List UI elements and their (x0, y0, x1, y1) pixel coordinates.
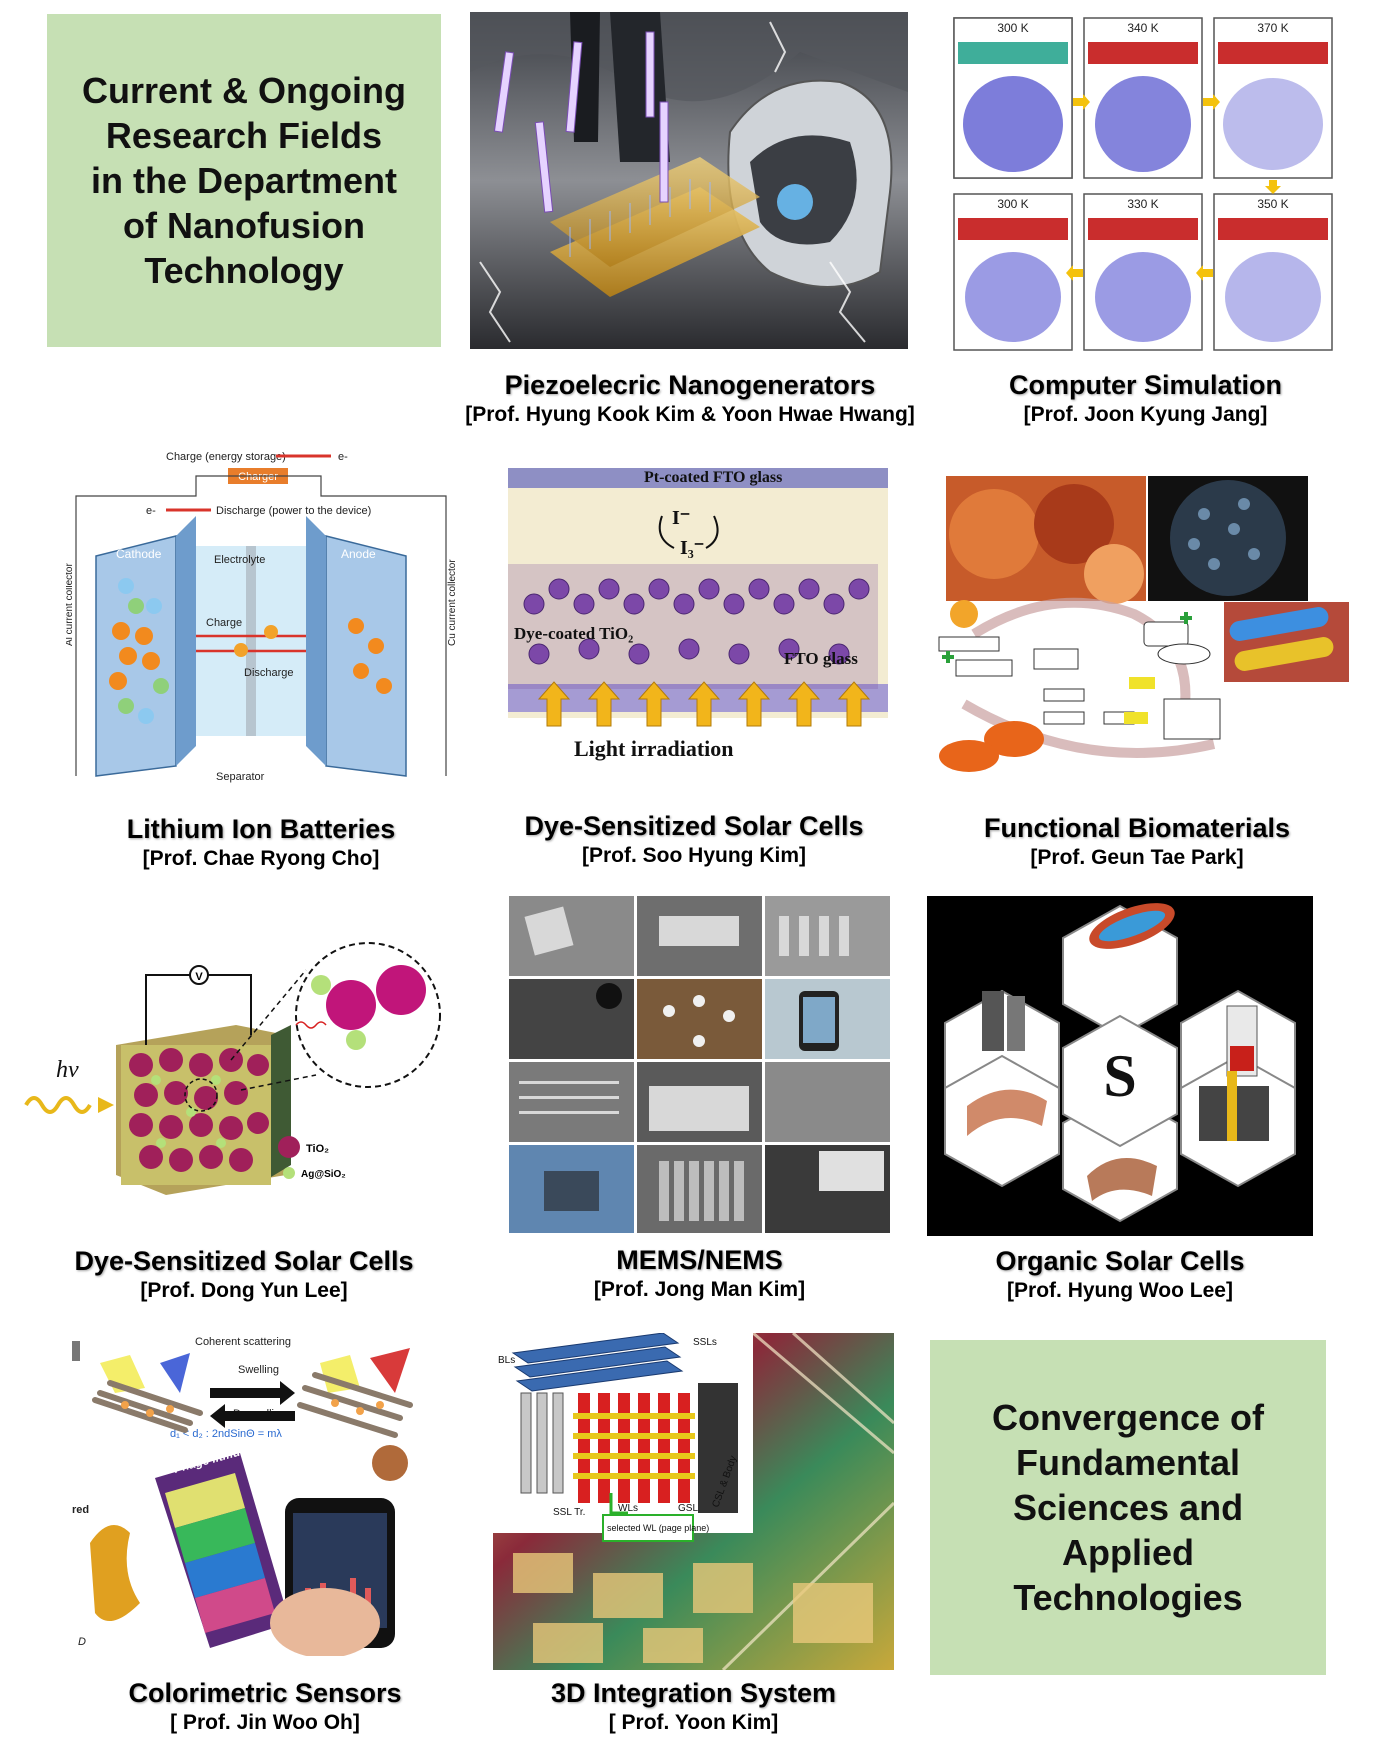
dssc-kim-pt: Pt-coated FTO glass (644, 469, 782, 486)
dssc-lee-v: V (195, 971, 203, 983)
biomaterials-title: Functional Biomaterials (983, 813, 1291, 843)
dssc-lee-ag: Ag@SiO₂ (301, 1169, 346, 1180)
int-gsl: GSL (678, 1503, 698, 1514)
sim-temp-2: 340 K (1127, 21, 1158, 35)
simulation-prof: [Prof. Joon Kyung Jang] (1023, 403, 1268, 426)
colorimetric-image: Coherent scattering Swelling Deswelling … (70, 1333, 460, 1656)
li-e-top: e- (338, 451, 348, 463)
dssc-lee-title: Dye-Sensitized Solar Cells (74, 1246, 414, 1276)
int-ssl-tr: SSL Tr. (553, 1507, 585, 1518)
colorimetric-title: Colorimetric Sensors (128, 1678, 402, 1708)
simulation-title: Computer Simulation (1008, 370, 1282, 400)
dssc-lee-caption: Dye-Sensitized Solar Cells [Prof. Dong Y… (16, 1245, 472, 1305)
li-discharge-label: Discharge (244, 667, 294, 679)
dssc-kim-title: Dye-Sensitized Solar Cells (524, 811, 864, 841)
lithium-caption: Lithium Ion Batteries [Prof. Chae Ryong … (66, 813, 456, 873)
dssc-kim-image: Pt-coated FTO glass I⁻ I₃⁻ Dye-coated Ti… (494, 464, 894, 804)
integration-prof: [ Prof. Yoon Kim] (608, 1711, 779, 1734)
integration-caption: 3D Integration System [ Prof. Yoon Kim] (493, 1677, 894, 1737)
sim-temp-6: 350 K (1257, 197, 1288, 211)
color-formula: d₁ < d₂ : 2ndSinΘ = mλ (170, 1428, 282, 1440)
sim-temp-4: 300 K (997, 197, 1028, 211)
color-swelling: Swelling (238, 1364, 279, 1376)
sim-temp-1: 300 K (997, 21, 1028, 35)
li-separator: Separator (216, 771, 265, 783)
department-title-box: Current & Ongoing Research Fields in the… (47, 14, 441, 347)
lithium-prof: [Prof. Chae Ryong Cho] (142, 847, 380, 870)
biomaterials-caption: Functional Biomaterials [Prof. Geun Tae … (925, 812, 1349, 872)
organic-caption: Organic Solar Cells [Prof. Hyung Woo Lee… (927, 1245, 1313, 1305)
li-discharge-top: Discharge (power to the device) (216, 505, 371, 517)
mems-title: MEMS/NEMS (616, 1245, 783, 1275)
simulation-image: 300 K 340 K 370 K 300 K 330 K 350 K (950, 14, 1341, 354)
int-ssls: SSLs (693, 1337, 717, 1348)
dssc-kim-caption: Dye-Sensitized Solar Cells [Prof. Soo Hy… (494, 810, 894, 870)
dssc-lee-hv: hv (56, 1057, 79, 1083)
mems-caption: MEMS/NEMS [Prof. Jong Man Kim] (509, 1244, 890, 1304)
int-selected: selected WL (page plane) (607, 1523, 709, 1533)
int-bls: BLs (498, 1355, 515, 1366)
piezo-title: Piezoelecric Nanogenerators (504, 370, 876, 400)
int-wls: WLs (618, 1503, 638, 1514)
dssc-lee-prof: [Prof. Dong Yun Lee] (140, 1279, 348, 1302)
piezo-image (470, 12, 908, 349)
lithium-image: Charge (energy storage) e- e- Discharge … (66, 446, 456, 786)
li-e-bottom: e- (146, 505, 156, 517)
mems-prof: [Prof. Jong Man Kim] (593, 1278, 806, 1301)
dssc-kim-iodide: I⁻ (672, 507, 690, 529)
organic-image: S (927, 896, 1313, 1236)
biomaterials-prof: [Prof. Geun Tae Park] (1030, 846, 1244, 869)
color-coherent: Coherent scattering (195, 1336, 291, 1348)
department-title: Current & Ongoing Research Fields in the… (82, 70, 406, 291)
piezo-prof: [Prof. Hyung Kook Kim & Yoon Hwae Hwang] (465, 403, 915, 426)
color-red: red (72, 1504, 89, 1516)
li-electrolyte: Electrolyte (214, 554, 265, 566)
organic-prof: [Prof. Hyung Woo Lee] (1007, 1279, 1233, 1302)
dssc-kim-tio2: Dye-coated TiO₂ (514, 624, 633, 643)
dssc-kim-fto: FTO glass (784, 649, 858, 668)
sim-temp-3: 370 K (1257, 21, 1288, 35)
dssc-lee-image: hv V TiO₂ Ag@SiO₂ (16, 915, 472, 1207)
colorimetric-caption: Colorimetric Sensors [ Prof. Jin Woo Oh] (70, 1677, 460, 1737)
organic-title: Organic Solar Cells (995, 1246, 1245, 1276)
convergence-box: Convergence of Fundamental Sciences and … (930, 1340, 1326, 1675)
dssc-kim-triiodide: I₃⁻ (680, 537, 704, 559)
dssc-kim-light: Light irradiation (574, 736, 734, 761)
svg-text:S: S (1103, 1043, 1136, 1109)
integration-image: BLs SSLs SSL Tr. WLs GSL CSL & Body sele… (493, 1333, 894, 1670)
dssc-kim-prof: [Prof. Soo Hyung Kim] (582, 844, 806, 867)
sim-temp-5: 330 K (1127, 197, 1158, 211)
integration-title: 3D Integration System (550, 1678, 837, 1708)
li-charge-label: Charge (206, 617, 242, 629)
simulation-caption: Computer Simulation [Prof. Joon Kyung Ja… (950, 369, 1341, 429)
mems-image (509, 896, 890, 1233)
li-cu-collector: Cu current collector (447, 559, 456, 646)
li-charge-top: Charge (energy storage) (166, 451, 286, 463)
convergence-text: Convergence of Fundamental Sciences and … (991, 1397, 1265, 1618)
color-d: D (78, 1636, 86, 1648)
li-cathode: Cathode (116, 547, 162, 561)
biomaterials-image (934, 474, 1349, 782)
li-al-collector: Al current collector (66, 563, 75, 646)
li-charger: Charger (238, 471, 278, 483)
li-anode: Anode (341, 547, 376, 561)
dssc-lee-tio2: TiO₂ (306, 1143, 329, 1155)
lithium-title: Lithium Ion Batteries (126, 814, 396, 844)
piezo-caption: Piezoelecric Nanogenerators [Prof. Hyung… (420, 369, 960, 429)
colorimetric-prof: [ Prof. Jin Woo Oh] (170, 1711, 360, 1734)
